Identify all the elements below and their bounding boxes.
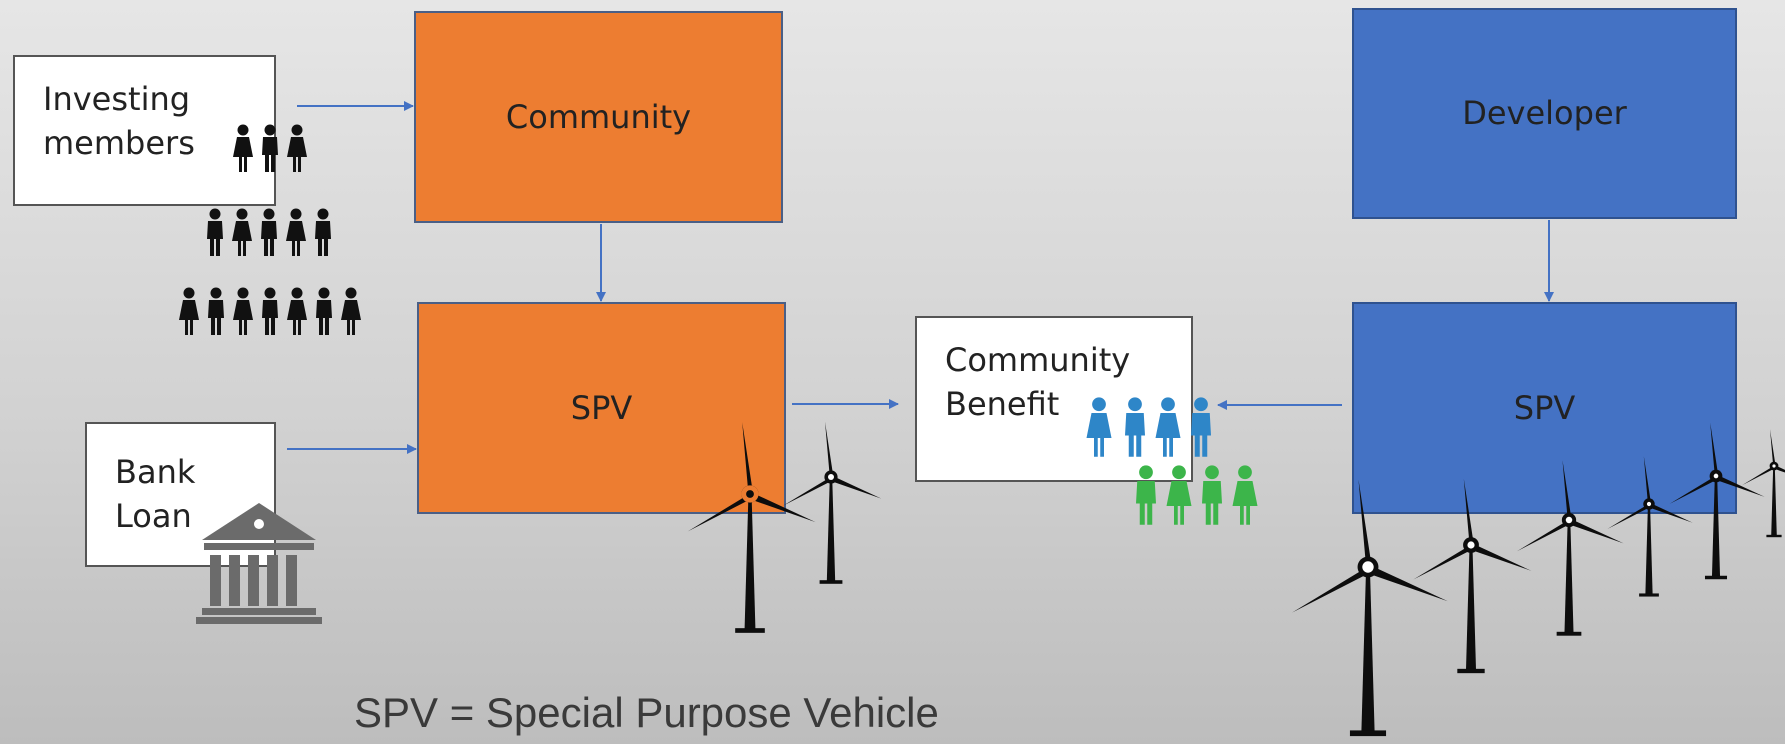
people-green-icon xyxy=(1136,465,1258,525)
community-box: Community xyxy=(414,11,783,223)
people-blue-icon xyxy=(1086,397,1211,457)
spv-developer-label: SPV xyxy=(1513,388,1576,427)
spv-community-box: SPV xyxy=(417,302,786,514)
investing-members-box: Investing members xyxy=(13,55,276,206)
spv-community-label: SPV xyxy=(570,388,633,427)
wind-turbine-icon xyxy=(687,421,1785,737)
people-pyramid-icon xyxy=(179,124,361,335)
bank-icon xyxy=(196,503,322,624)
community-label: Community xyxy=(505,97,692,136)
investing-members-label: Investing members xyxy=(43,80,195,163)
developer-box: Developer xyxy=(1352,8,1737,219)
community-benefit-box: Community Benefit xyxy=(915,316,1193,482)
developer-label: Developer xyxy=(1462,94,1627,133)
spv-definition-caption: SPV = Special Purpose Vehicle xyxy=(354,689,939,736)
bank-loan-box: Bank Loan xyxy=(85,422,276,567)
spv-developer-box: SPV xyxy=(1352,302,1737,514)
bank-loan-label: Bank Loan xyxy=(115,453,196,536)
community-benefit-label: Community Benefit xyxy=(945,341,1131,424)
